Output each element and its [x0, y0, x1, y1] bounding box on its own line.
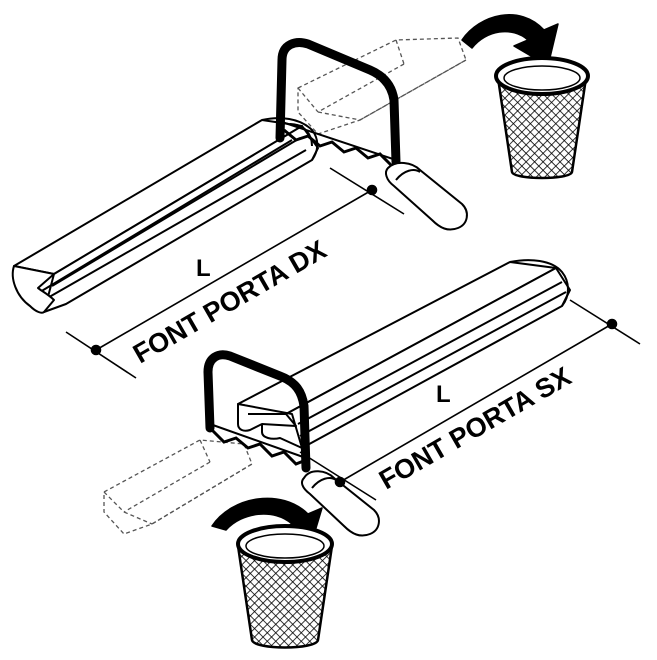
bottom-dimension-line	[299, 299, 641, 501]
bottom-offcut-dashed	[103, 439, 253, 535]
top-hacksaw-icon	[275, 38, 468, 231]
top-dimension-label: L	[196, 255, 211, 282]
top-offcut-dashed	[297, 37, 467, 135]
top-curved-arrow-icon	[461, 14, 559, 67]
bottom-dimension-label: L	[436, 381, 451, 408]
top-caption: FONT PORTA DX	[128, 234, 331, 369]
top-profile-bar	[11, 117, 319, 314]
bottom-trash-bin-icon	[236, 524, 334, 649]
bottom-profile-bar	[237, 259, 571, 449]
bottom-hacksaw-icon	[203, 350, 380, 537]
top-dimension-line	[65, 167, 405, 379]
top-trash-bin-icon	[494, 56, 590, 180]
